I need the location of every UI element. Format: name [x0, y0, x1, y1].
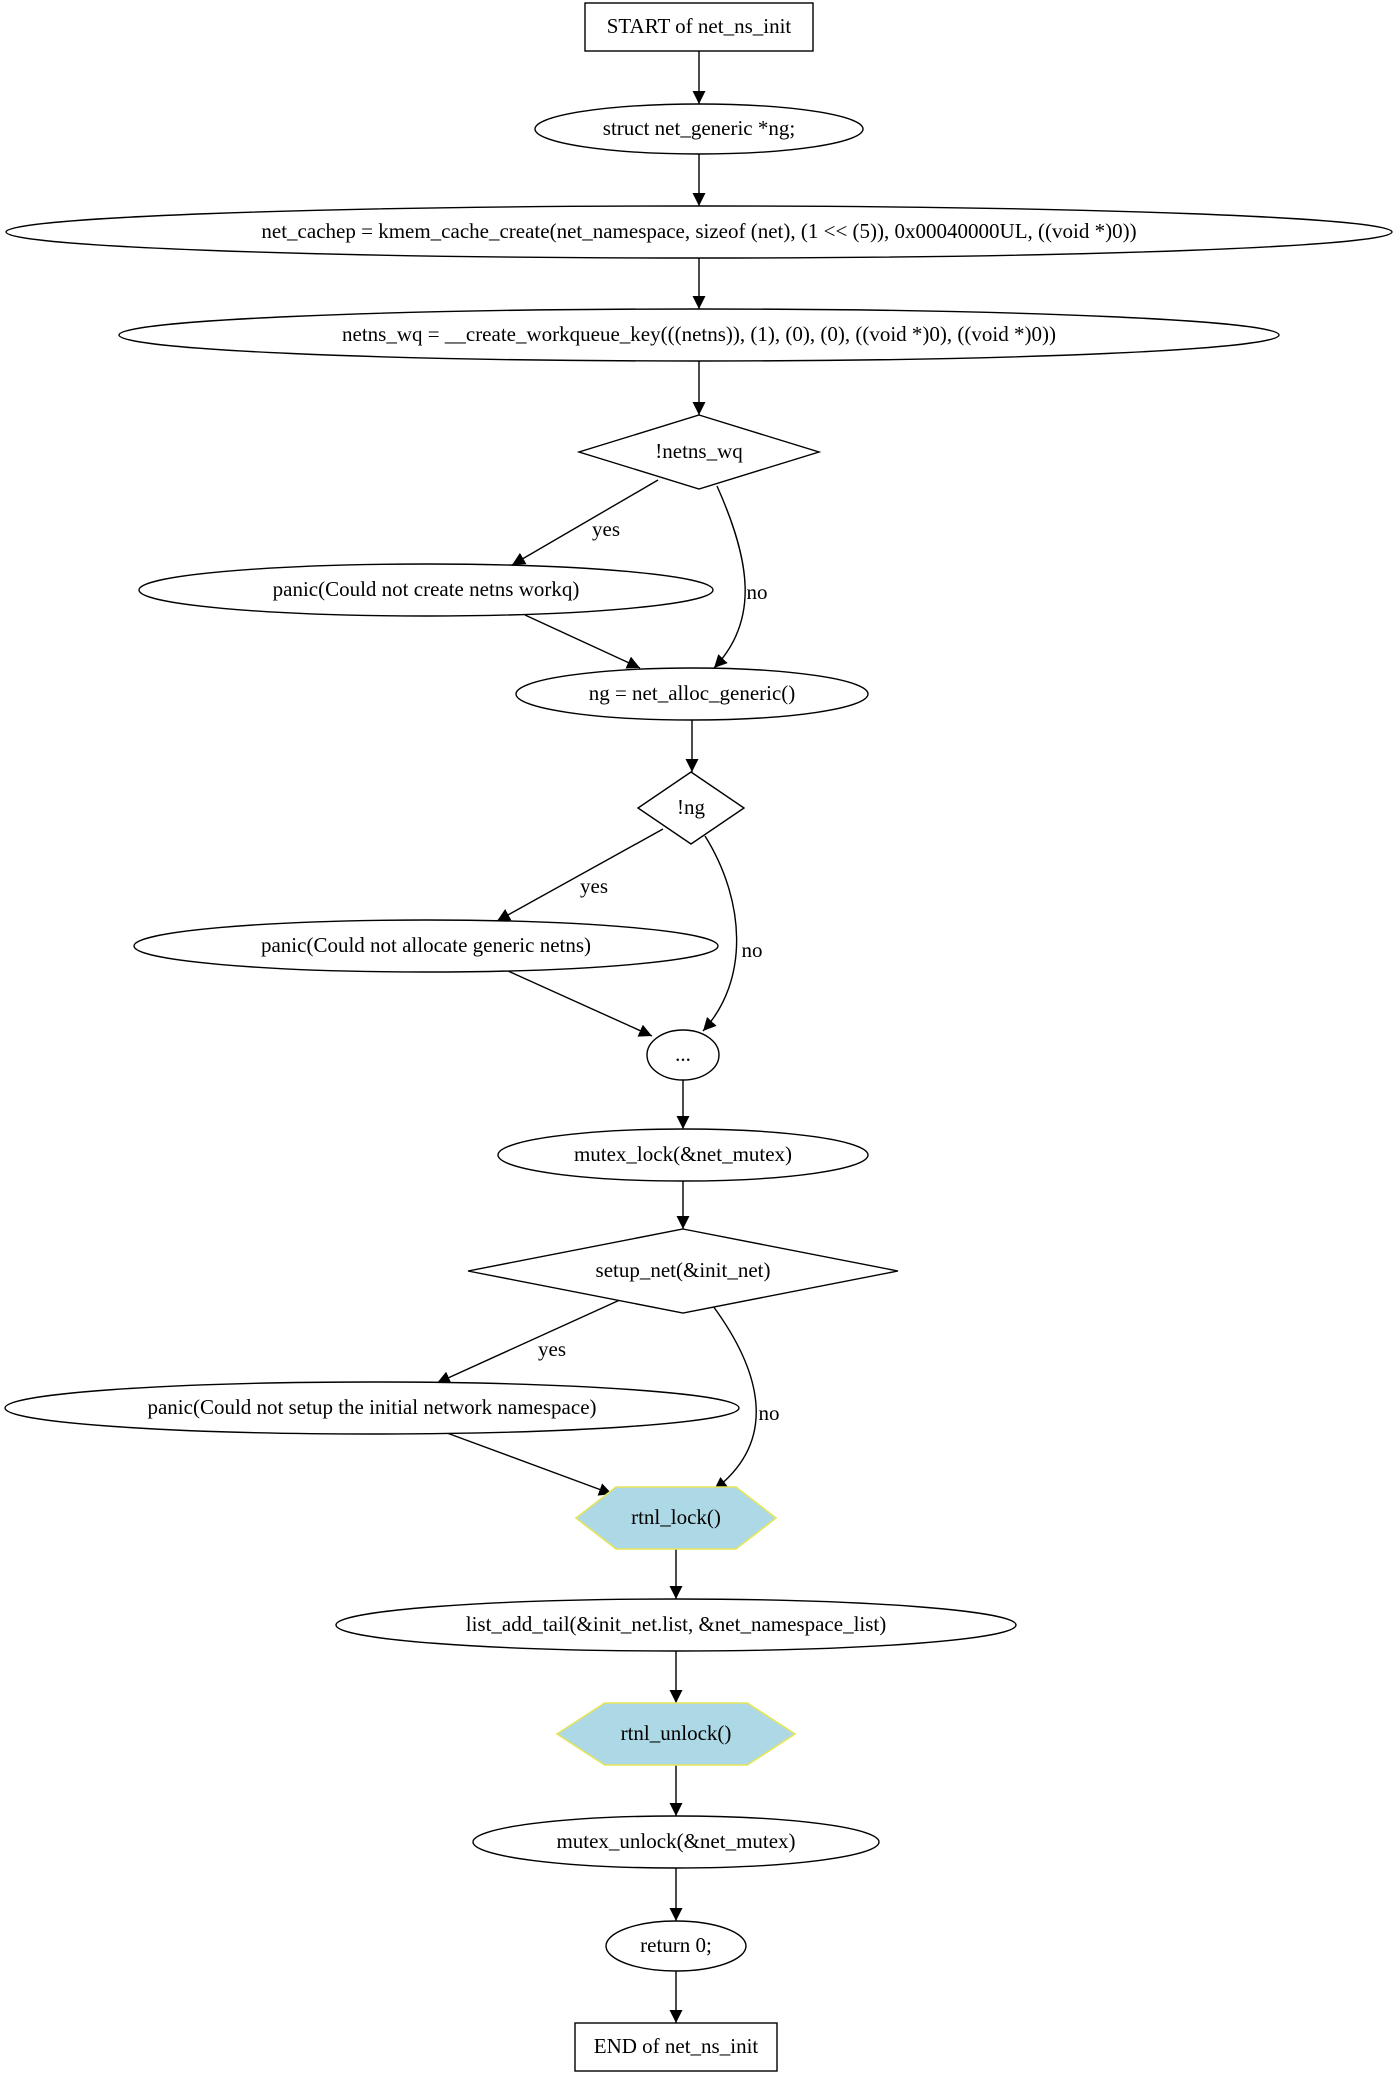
edge-label-chk_wq-to-alloc: no: [747, 580, 768, 604]
node-label: netns_wq = __create_workqueue_key(((netn…: [342, 322, 1056, 346]
node-label: setup_net(&init_net): [596, 1258, 771, 1282]
node-shape-ellipse: [133, 919, 719, 973]
node-chk-setup: setup_net(&init_net): [467, 1228, 899, 1314]
node-shape-ellipse: [138, 563, 714, 617]
node-shape-ellipse: [605, 1920, 747, 1972]
node-label: ...: [675, 1042, 691, 1066]
node-label: struct net_generic *ng;: [603, 116, 795, 140]
node-shape-box: [584, 2, 814, 52]
edge-label-chk_wq-to-panic_wq: yes: [592, 517, 620, 541]
node-chk-wq: !netns_wq: [576, 414, 822, 490]
node-rtnl-unlock: rtnl_unlock(): [555, 1702, 797, 1766]
node-label: rtnl_unlock(): [621, 1721, 732, 1745]
edge-chk_setup-to-panic_setup: [436, 1298, 623, 1384]
node-alloc: ng = net_alloc_generic(): [515, 667, 869, 721]
edge-labels-layer: yes no yes no yes no: [538, 517, 780, 1425]
node-shape-hexagon: [574, 1486, 778, 1550]
node-shape-ellipse: [497, 1128, 869, 1182]
node-label: return 0;: [640, 1933, 712, 1957]
node-shape-ellipse: [515, 667, 869, 721]
edge-label-chk_setup-to-panic_setup: yes: [538, 1337, 566, 1361]
node-shape-ellipse: [646, 1029, 720, 1081]
node-list-add: list_add_tail(&init_net.list, &net_names…: [335, 1598, 1017, 1652]
node-panic-ng: panic(Could not allocate generic netns): [133, 919, 719, 973]
node-label: rtnl_lock(): [631, 1505, 721, 1529]
edge-chk_setup-to-rtnl_lock: [712, 1305, 757, 1491]
edge-label-chk_ng-to-panic_ng: yes: [580, 874, 608, 898]
node-label: !ng: [677, 795, 705, 819]
node-munlock: mutex_unlock(&net_mutex): [472, 1815, 880, 1869]
node-mlock: mutex_lock(&net_mutex): [497, 1128, 869, 1182]
node-label: ng = net_alloc_generic(): [589, 681, 796, 705]
node-end: END of net_ns_init: [574, 2022, 778, 2072]
edge-chk_wq-to-panic_wq: [511, 479, 659, 566]
edge-panic_wq-to-alloc: [524, 614, 641, 669]
node-label: mutex_unlock(&net_mutex): [556, 1829, 795, 1853]
node-dots: ...: [646, 1029, 720, 1081]
edge-label-chk_ng-to-dots: no: [742, 938, 763, 962]
edge-chk_wq-to-alloc: [713, 485, 746, 669]
node-shape-diamond: [576, 414, 822, 490]
node-decl: struct net_generic *ng;: [534, 103, 864, 155]
node-shape-diamond: [636, 771, 746, 845]
edge-panic_ng-to-dots: [507, 970, 653, 1037]
edges-layer: [436, 51, 757, 2023]
node-shape-hexagon: [555, 1702, 797, 1766]
node-shape-ellipse: [534, 103, 864, 155]
node-wq: netns_wq = __create_workqueue_key(((netn…: [118, 308, 1280, 362]
node-label: panic(Could not allocate generic netns): [261, 933, 591, 957]
node-rtnl-lock: rtnl_lock(): [574, 1486, 778, 1550]
node-label: !netns_wq: [655, 439, 743, 463]
node-shape-ellipse: [472, 1815, 880, 1869]
node-chk-ng: !ng: [636, 771, 746, 845]
node-cachep: net_cachep = kmem_cache_create(net_names…: [5, 205, 1393, 259]
node-panic-wq: panic(Could not create netns workq): [138, 563, 714, 617]
node-label: mutex_lock(&net_mutex): [574, 1142, 792, 1166]
node-shape-ellipse: [4, 1381, 740, 1435]
edge-chk_ng-to-dots: [702, 835, 738, 1032]
node-label: net_cachep = kmem_cache_create(net_names…: [261, 219, 1136, 243]
node-label: START of net_ns_init: [607, 14, 792, 38]
node-panic-setup: panic(Could not setup the initial networ…: [4, 1381, 740, 1435]
node-shape-ellipse: [335, 1598, 1017, 1652]
node-shape-ellipse: [118, 308, 1280, 362]
node-start: START of net_ns_init: [584, 2, 814, 52]
node-label: list_add_tail(&init_net.list, &net_names…: [466, 1612, 887, 1636]
node-label: END of net_ns_init: [594, 2034, 759, 2058]
edge-panic_setup-to-rtnl_lock: [446, 1432, 613, 1496]
node-label: panic(Could not setup the initial networ…: [147, 1395, 596, 1419]
edge-label-chk_setup-to-rtnl_lock: no: [759, 1401, 780, 1425]
node-label: panic(Could not create netns workq): [273, 577, 580, 601]
edge-chk_ng-to-panic_ng: [496, 828, 664, 922]
node-shape-box: [574, 2022, 778, 2072]
node-ret: return 0;: [605, 1920, 747, 1972]
node-shape-diamond: [467, 1228, 899, 1314]
node-shape-ellipse: [5, 205, 1393, 259]
